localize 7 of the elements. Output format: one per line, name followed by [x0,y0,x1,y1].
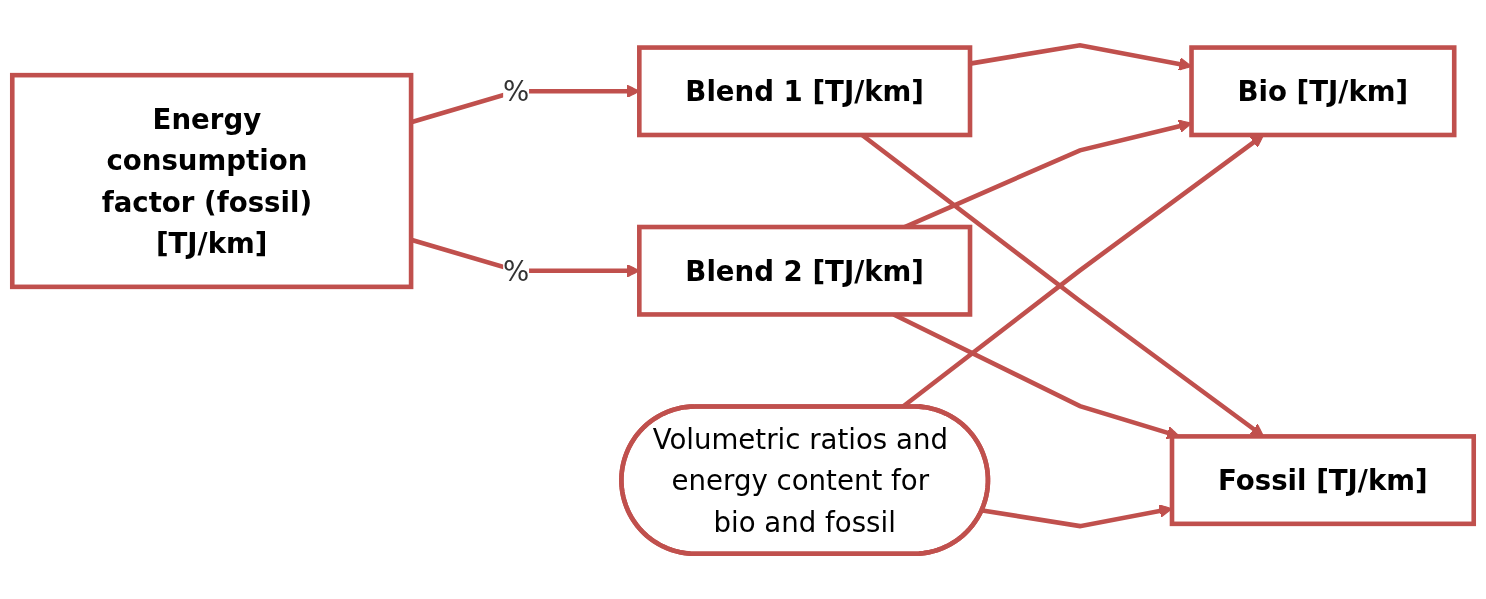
node-box: Blend 1 [TJ/km] [637,45,973,138]
node-box: Energy consumption factor (fossil) [TJ/km] [9,72,414,290]
edge-label: % [503,254,530,287]
edge-label: % [503,75,530,108]
node-box: Bio [TJ/km] [1189,45,1457,138]
node-box: Fossil [TJ/km] [1169,434,1477,527]
node-box: Blend 2 [TJ/km] [637,224,973,317]
